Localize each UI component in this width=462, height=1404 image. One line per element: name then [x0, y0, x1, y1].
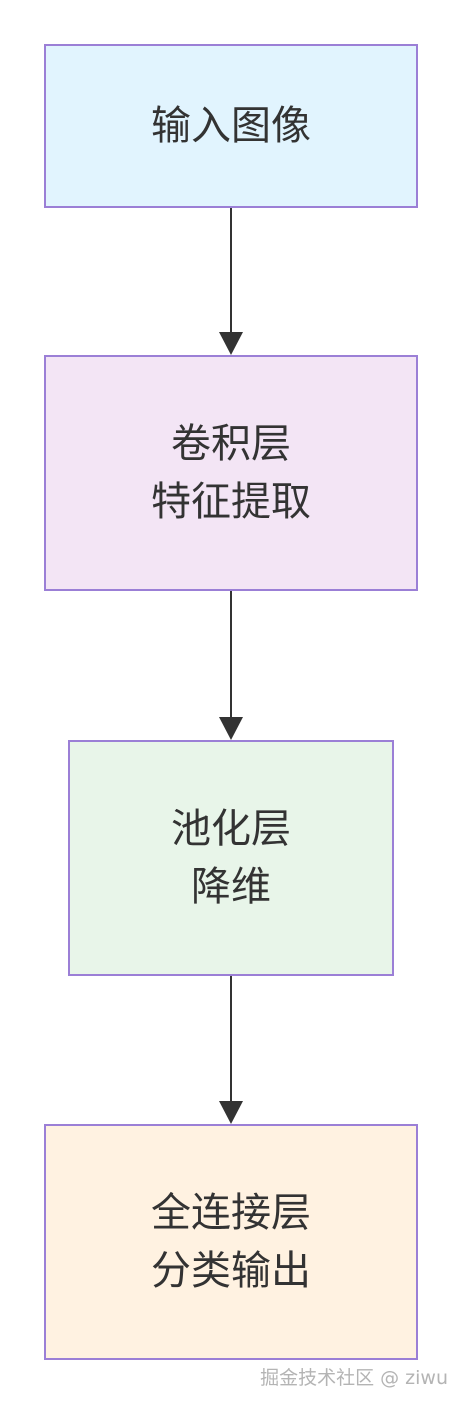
node-sublabel: 特征提取 [151, 479, 311, 525]
edge-pool-fc [219, 976, 243, 1124]
node-label: 输入图像 [151, 103, 311, 149]
node-sublabel: 降维 [191, 864, 271, 910]
arrowhead-icon [219, 332, 243, 355]
node-input-image: 输入图像 [44, 44, 418, 208]
node-conv-layer: 卷积层 特征提取 [44, 355, 418, 591]
node-pool-layer: 池化层 降维 [68, 740, 394, 976]
arrowhead-icon [219, 1101, 243, 1124]
node-label: 池化层 [171, 806, 291, 852]
edge-input-conv [219, 208, 243, 355]
node-label: 全连接层 [151, 1190, 311, 1236]
node-sublabel: 分类输出 [151, 1248, 311, 1294]
edge-conv-pool [219, 591, 243, 740]
arrowhead-icon [219, 717, 243, 740]
node-label: 卷积层 [171, 421, 291, 467]
watermark: 掘金技术社区 @ ziwu [260, 1367, 448, 1389]
node-fc-layer: 全连接层 分类输出 [44, 1124, 418, 1360]
